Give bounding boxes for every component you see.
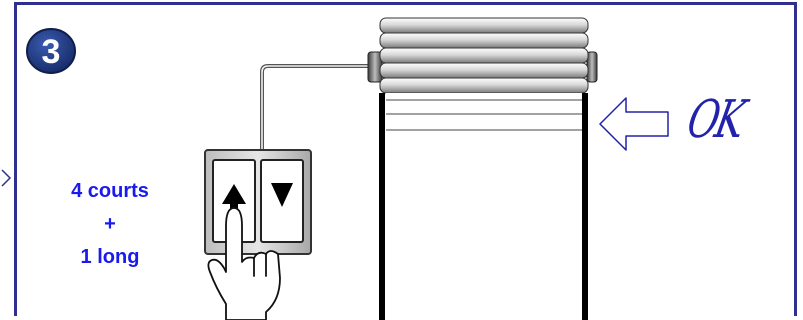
diagram-frame xyxy=(14,2,797,316)
instruction-line-short-presses: 4 courts xyxy=(71,180,149,202)
down-triangle-icon xyxy=(271,183,293,207)
instruction-line-long-press: 1 long xyxy=(80,246,140,268)
left-edge-chevron-icon xyxy=(1,169,12,187)
up-arrow-icon xyxy=(222,184,246,226)
instruction-line-plus: + xyxy=(104,213,116,235)
left-arrow-icon xyxy=(599,97,669,151)
press-instruction: 4 courts + 1 long xyxy=(45,175,175,274)
hand-pointer-icon xyxy=(207,207,281,320)
step-number: 3 xyxy=(42,33,61,71)
step-number-badge: 3 xyxy=(26,28,76,74)
cable-line xyxy=(260,64,372,150)
remote-control-icon xyxy=(204,149,312,255)
roller-shutter-icon xyxy=(367,17,598,320)
